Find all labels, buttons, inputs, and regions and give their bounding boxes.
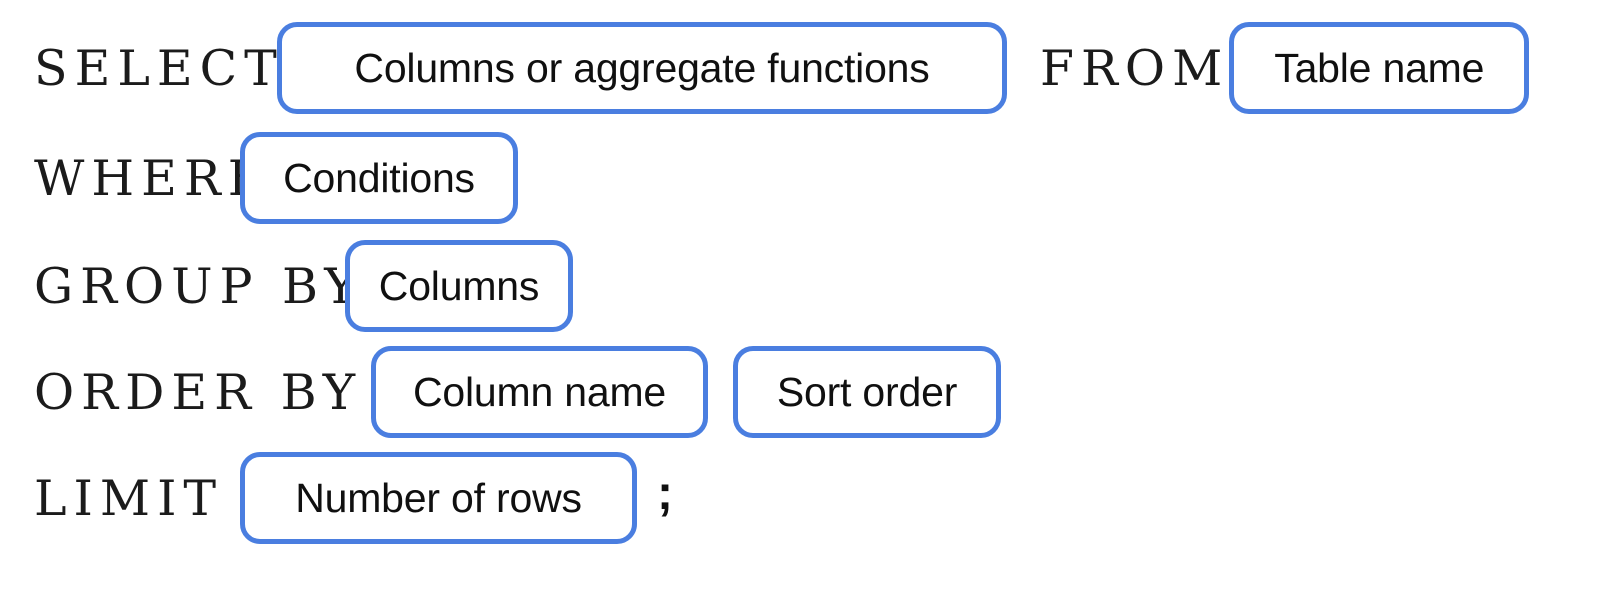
placeholder-sort-order[interactable]: Sort order [733,346,1001,438]
placeholder-group-by-columns[interactable]: Columns [345,240,573,332]
clause-row-limit: LIMIT Number of rows ; [0,443,673,553]
clause-row-group-by: GROUP BY Columns [0,231,573,341]
clause-row-select: SELECT Columns or aggregate functions FR… [0,13,1530,123]
clause-row-order-by: ORDER BY Column name Sort order [0,337,1001,447]
clause-row-where: WHERE Conditions [0,123,518,233]
placeholder-label: Column name [412,368,667,415]
sql-keyword-where: WHERE [34,149,271,207]
placeholder-order-by-column-name[interactable]: Column name [371,346,708,438]
sql-keyword-limit: LIMIT [34,469,224,527]
placeholder-label: Number of rows [295,474,582,521]
placeholder-label: Columns [378,262,540,309]
sql-keyword-select: SELECT [34,39,284,97]
placeholder-number-of-rows[interactable]: Number of rows [240,452,637,544]
placeholder-conditions[interactable]: Conditions [240,132,518,224]
sql-keyword-from: FROM [1040,39,1230,97]
sql-keyword-order-by: ORDER BY [34,363,363,421]
sql-keyword-group-by: GROUP BY [34,257,364,315]
placeholder-label: Sort order [776,368,958,415]
placeholder-table-name[interactable]: Table name [1229,22,1530,114]
placeholder-label: Columns or aggregate functions [354,44,930,91]
placeholder-label: Conditions [283,154,475,201]
placeholder-columns-or-aggregate-functions[interactable]: Columns or aggregate functions [277,22,1007,114]
statement-terminator-semicolon: ; [657,467,673,520]
placeholder-label: Table name [1274,44,1485,91]
